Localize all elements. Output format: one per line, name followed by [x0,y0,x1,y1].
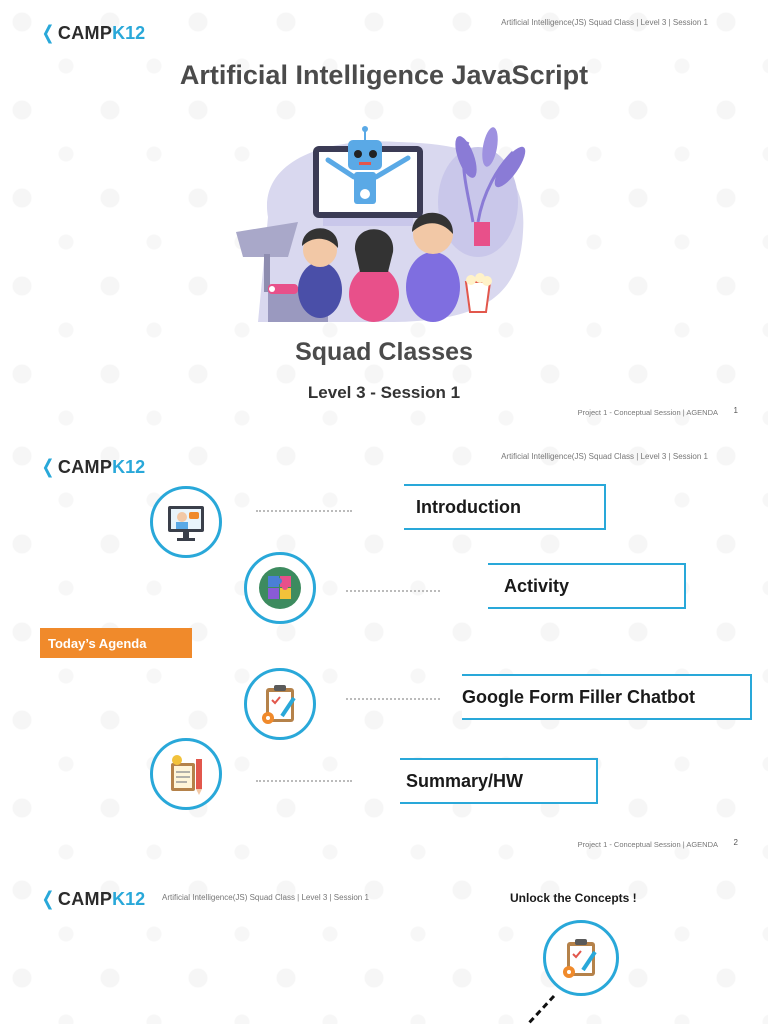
logo-chevron-icon: ❮ [41,889,55,910]
page-number: 1 [733,406,738,415]
puzzle-globe-icon [259,567,301,609]
agenda-item-label: Introduction [416,496,521,517]
page-number: 2 [733,838,738,847]
agenda-item-google-form-filler-chatbot: Google Form Filler Chatbot [462,674,752,720]
agenda-item-icon-circle [150,486,222,558]
course-title: Artificial Intelligence JavaScript [179,60,589,90]
agenda-slide: ❮ CAMP K12 Artificial Intelligence(JS) S… [0,434,768,866]
connector-dots [256,780,352,782]
campk12-logo: ❮ CAMP K12 [40,888,146,911]
level-session: Level 3 - Session 1 [307,383,461,402]
agenda-item-introduction: Introduction [404,484,606,530]
teacher-screen-icon [168,506,204,541]
slide-footer: Project 1 - Conceptual Session | AGENDA [577,408,718,417]
unlock-concepts-heading: Unlock the Concepts ! [510,891,637,905]
agenda-item-label: Google Form Filler Chatbot [462,686,695,707]
slide-footer: Project 1 - Conceptual Session | AGENDA [577,840,718,849]
clipboard-gear-icon [563,939,597,978]
campk12-logo: ❮ CAMP K12 [40,456,146,479]
campk12-logo: ❮ CAMP K12 [40,22,146,45]
clipboard-gear-icon [262,685,296,724]
slide-header: Artificial Intelligence(JS) Squad Class … [162,893,369,902]
logo-chevron-icon: ❮ [41,23,55,44]
logo-camp-text: CAMP [57,889,113,909]
concepts-slide: ❮ CAMP K12 Artificial Intelligence(JS) S… [0,868,768,1024]
book-pencil-icon [171,755,202,795]
logo-k12-text: K12 [112,457,146,477]
connector-dots [346,590,440,592]
squad-classes-title: Squad Classes [295,338,473,366]
title-slide: ❮ CAMP K12 Artificial Intelligence(JS) S… [0,0,768,432]
kids-watching-robot-illustration [236,126,526,322]
connector-dots [346,698,440,700]
agenda-item-icon-circle [150,738,222,810]
agenda-item-label: Activity [504,575,570,596]
slide-header: Artificial Intelligence(JS) Squad Class … [501,452,708,461]
dashed-connector-line [526,994,556,1024]
concept-icon-circle [543,920,619,996]
agenda-item-icon-circle [244,552,316,624]
logo-k12-text: K12 [112,23,146,43]
logo-camp-text: CAMP [57,457,113,477]
agenda-item-icon-circle [244,668,316,740]
logo-k12-text: K12 [112,889,146,909]
connector-dots [256,510,352,512]
agenda-item-summary-hw: Summary/HW [400,758,598,804]
slide-header: Artificial Intelligence(JS) Squad Class … [501,18,708,27]
logo-camp-text: CAMP [57,23,113,43]
agenda-item-activity: Activity [488,563,686,609]
logo-chevron-icon: ❮ [41,457,55,478]
todays-agenda-badge: Today’s Agenda [40,628,192,658]
agenda-item-label: Summary/HW [406,770,524,791]
